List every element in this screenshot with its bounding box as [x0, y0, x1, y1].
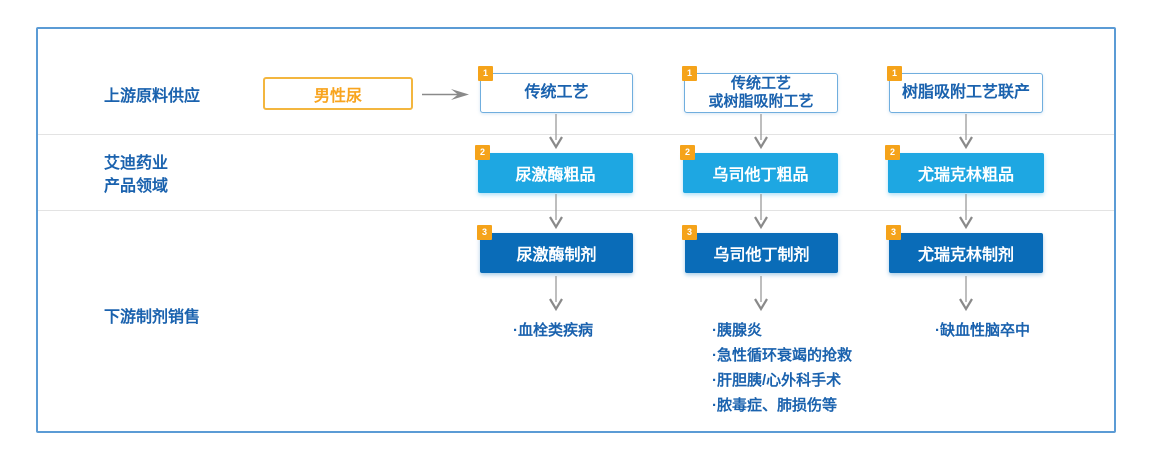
- row-label-downstream: 下游制剂销售: [104, 309, 201, 326]
- step-badge-2: 2: [475, 145, 490, 160]
- indication-item: ·急性循环衰竭的抢救: [712, 347, 852, 364]
- down-arrow-icon: [959, 114, 973, 150]
- indication-list-ulinastatin: ·胰腺炎 ·急性循环衰竭的抢救 ·肝胆胰/心外科手术 ·脓毒症、肺损伤等: [712, 318, 852, 418]
- crude-box-urokinase-label: 尿激酶粗品: [515, 167, 596, 184]
- process-box-traditional-label: 传统工艺: [524, 84, 589, 101]
- down-arrow-icon: [959, 194, 973, 230]
- section-divider-2: [38, 210, 1114, 211]
- indication-list-kallidinogenase: ·缺血性脑卒中: [935, 318, 1030, 343]
- down-arrow-icon: [549, 276, 563, 312]
- step-badge-3: 3: [886, 225, 901, 240]
- step-badge-2: 2: [680, 145, 695, 160]
- step-badge-1: 1: [682, 66, 697, 81]
- right-arrow-icon: [422, 89, 469, 100]
- step-badge-2: 2: [885, 145, 900, 160]
- formulation-box-kallidinogenase: 3 尤瑞克林制剂: [886, 225, 1043, 273]
- indication-item: ·肝胆胰/心外科手术: [712, 372, 842, 389]
- step-badge-1: 1: [887, 66, 902, 81]
- source-box-label: 男性尿: [313, 87, 362, 105]
- formulation-box-ulinastatin: 3 乌司他丁制剂: [682, 225, 838, 273]
- row-label-company-line1: 艾迪药业: [104, 155, 169, 172]
- down-arrow-icon: [549, 194, 563, 230]
- row-label-company-line2: 产品领域: [104, 178, 169, 195]
- section-divider-1: [38, 134, 1114, 135]
- process-box-line2: 或树脂吸附工艺: [708, 93, 814, 110]
- formulation-box-urokinase: 3 尿激酶制剂: [477, 225, 633, 273]
- indication-item: ·缺血性脑卒中: [935, 322, 1030, 339]
- indication-list-urokinase: ·血栓类疾病: [513, 318, 593, 343]
- process-box-traditional-or-resin: 1 传统工艺 或树脂吸附工艺: [682, 66, 838, 113]
- formulation-box-urokinase-label: 尿激酶制剂: [516, 247, 597, 264]
- process-box-traditional: 1 传统工艺: [478, 66, 633, 113]
- process-box-resin-label: 树脂吸附工艺联产: [901, 84, 1030, 101]
- row-label-company: 艾迪药业 产品领域: [104, 152, 168, 198]
- crude-box-urokinase: 2 尿激酶粗品: [475, 145, 633, 193]
- source-box-male-urine: 男性尿: [263, 77, 413, 110]
- indication-item: ·胰腺炎: [712, 322, 762, 339]
- crude-box-kallidinogenase: 2 尤瑞克林粗品: [885, 145, 1044, 193]
- step-badge-1: 1: [478, 66, 493, 81]
- crude-box-kallidinogenase-label: 尤瑞克林粗品: [917, 167, 1014, 184]
- process-box-resin-coproduction: 1 树脂吸附工艺联产: [887, 66, 1043, 113]
- step-badge-3: 3: [477, 225, 492, 240]
- down-arrow-icon: [754, 194, 768, 230]
- indication-item: ·血栓类疾病: [513, 322, 593, 339]
- formulation-box-kallidinogenase-label: 尤瑞克林制剂: [917, 247, 1014, 264]
- indication-item: ·脓毒症、肺损伤等: [712, 397, 837, 414]
- down-arrow-icon: [959, 276, 973, 312]
- row-label-upstream: 上游原料供应: [104, 88, 201, 105]
- formulation-box-ulinastatin-label: 乌司他丁制剂: [713, 247, 810, 264]
- crude-box-ulinastatin: 2 乌司他丁粗品: [680, 145, 838, 193]
- down-arrow-icon: [754, 276, 768, 312]
- down-arrow-icon: [754, 114, 768, 150]
- process-box-line1: 传统工艺: [730, 75, 791, 92]
- step-badge-3: 3: [682, 225, 697, 240]
- crude-box-ulinastatin-label: 乌司他丁粗品: [712, 167, 809, 184]
- down-arrow-icon: [549, 114, 563, 150]
